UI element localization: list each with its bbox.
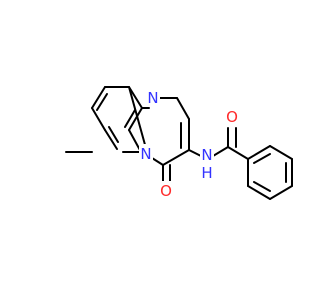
bond [151, 157, 164, 166]
bond [227, 146, 249, 160]
bond [128, 86, 143, 109]
bond [176, 97, 190, 120]
atom-label-n-bridge: N [140, 145, 151, 163]
atom-label-group: N N O N H O [139, 87, 239, 201]
bond [108, 126, 119, 143]
bond [124, 109, 136, 128]
atom-label-o-ketone: O [160, 182, 172, 200]
bond-group [65, 86, 293, 200]
atom-n-top: N [146, 87, 160, 107]
bond [269, 145, 293, 160]
bond [162, 149, 190, 166]
bond [253, 181, 271, 192]
bond [247, 145, 271, 160]
atom-n-bridge: N [139, 144, 153, 164]
atom-o-ketone: O [159, 181, 173, 201]
atom-label-n-top: N [147, 89, 158, 107]
bond [247, 185, 271, 200]
atom-n-amide: N [200, 145, 214, 165]
bond [128, 86, 148, 153]
bond [96, 93, 108, 111]
molecule-diagram: N N O N H O [65, 86, 293, 201]
bond [91, 86, 106, 109]
bond [128, 107, 143, 131]
atom-label-h-amide: H [201, 164, 212, 182]
atom-h-amide: H [200, 163, 214, 183]
atom-label-o-amide: O [226, 108, 238, 126]
bond [188, 149, 202, 157]
bond [104, 129, 118, 150]
structure-svg: N N O N H O [65, 86, 293, 201]
bond [253, 153, 271, 164]
bond [212, 146, 229, 157]
atom-label-n-amide: N [201, 146, 212, 164]
atom-o-amide: O [225, 107, 239, 127]
bond [269, 185, 293, 200]
bond [91, 107, 106, 131]
